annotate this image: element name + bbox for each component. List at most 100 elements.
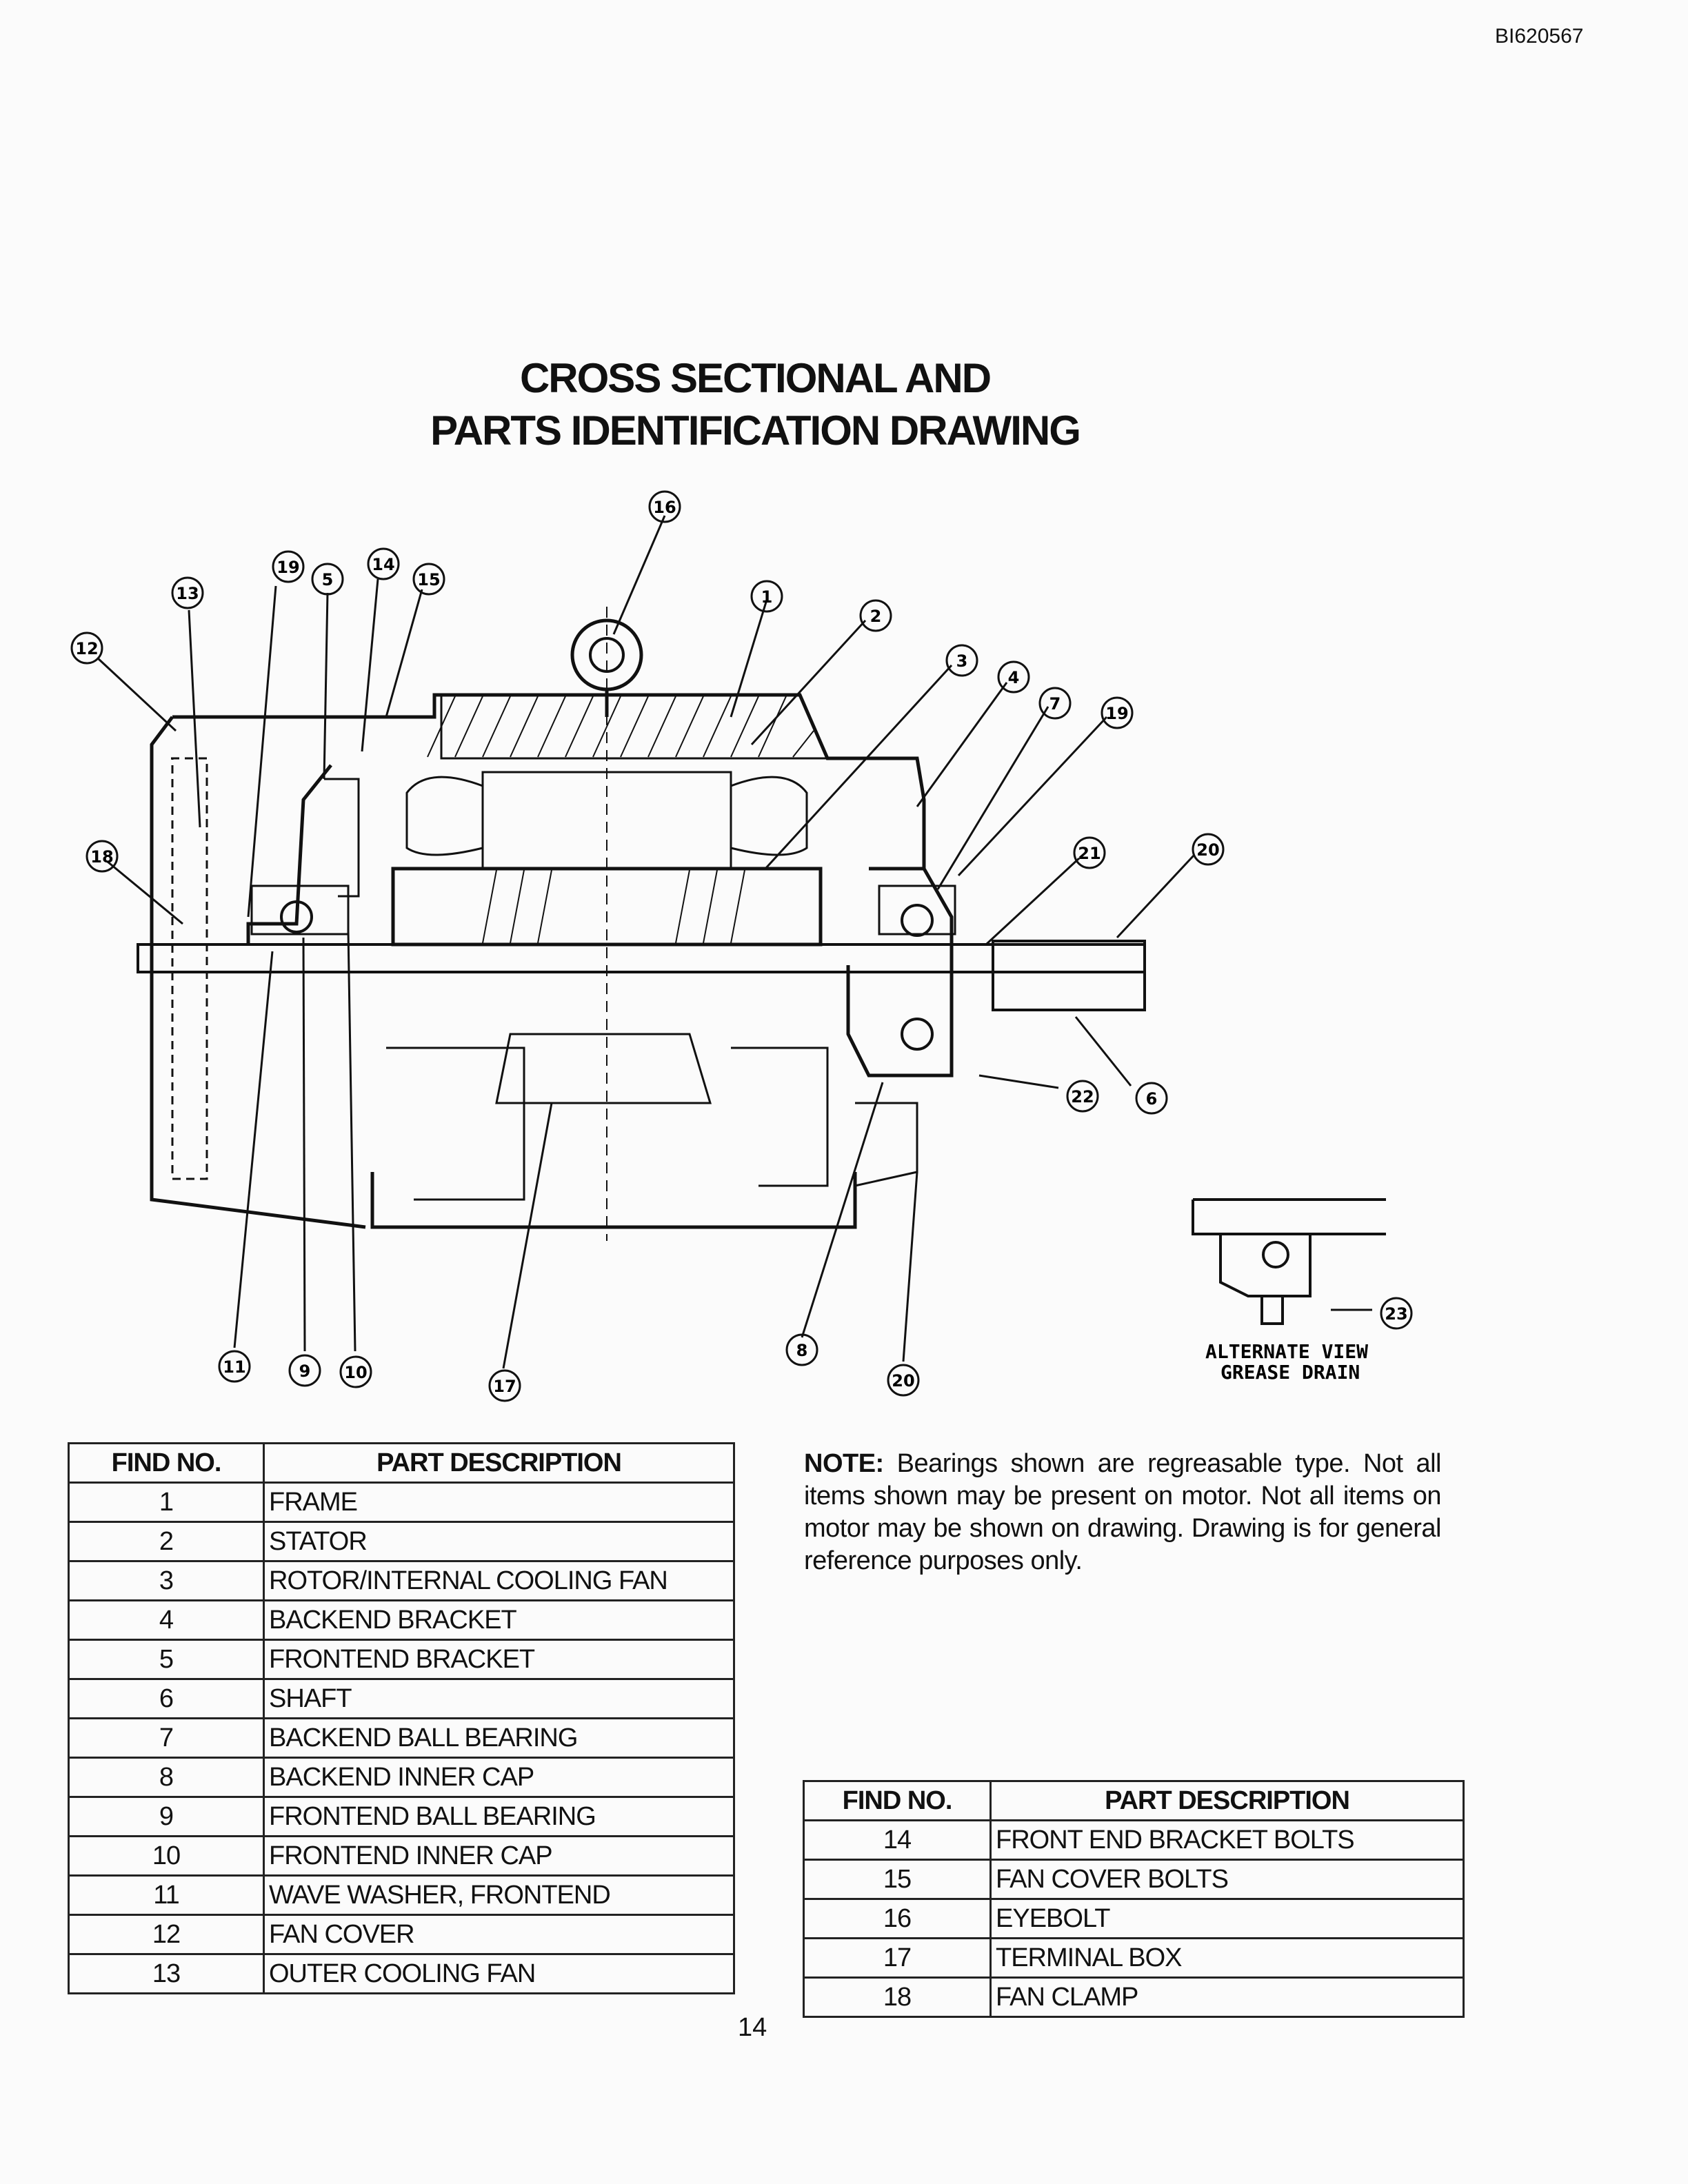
callouts	[70, 490, 1413, 1402]
callout-17-label: 17	[493, 1377, 516, 1396]
callout-6	[1135, 1082, 1168, 1115]
callout-15	[412, 563, 445, 596]
page-number: 14	[738, 2013, 767, 2042]
find-no: 2	[68, 1521, 265, 1562]
note-label: NOTE:	[804, 1449, 884, 1478]
callout-numbers: 16 1 2 3 4 7 19 21 20 6 22 12 13 19 5 14…	[75, 498, 1407, 1396]
callout-16	[648, 490, 681, 523]
part-description: BACKEND INNER CAP	[263, 1757, 735, 1798]
find-no: 16	[803, 1898, 992, 1939]
callout-22	[1073, 836, 1106, 869]
page-title-line-1: CROSS SECTIONAL AND	[519, 355, 992, 401]
callout-20-label: 20	[892, 1371, 914, 1391]
callout-12-label: 12	[75, 639, 98, 658]
callout-1	[750, 580, 783, 613]
find-no: 18	[803, 1976, 992, 2018]
find-no: 10	[68, 1835, 265, 1877]
find-no: 9	[68, 1796, 265, 1837]
part-description-header: PART DESCRIPTION	[989, 1780, 1465, 1821]
callout-5	[311, 563, 344, 596]
part-description: OUTER COOLING FAN	[263, 1953, 735, 1994]
callout-23-label: 22	[1071, 1087, 1094, 1106]
alternate-view-grease-drain	[1192, 1198, 1386, 1325]
leader-lines	[97, 515, 1372, 1369]
part-description: FAN COVER	[263, 1914, 735, 1955]
callout-23	[1066, 1080, 1099, 1113]
callout-21	[1192, 833, 1225, 866]
table-header-row: FIND NO. PART DESCRIPTION	[68, 1442, 735, 1484]
find-no: 13	[68, 1953, 265, 1994]
find-no-header: FIND NO.	[803, 1780, 992, 1821]
callout-10	[339, 1355, 372, 1388]
cross-section-drawing: ALTERNATE VIEW GREASE DRAIN	[70, 490, 1413, 1402]
callout-3-label: 3	[956, 651, 968, 671]
grease-drain-label: GREASE DRAIN	[1220, 1361, 1360, 1384]
find-no: 5	[68, 1639, 265, 1680]
callout-2	[859, 599, 892, 632]
callout-22-label: 21	[1078, 844, 1101, 863]
document-id: BI620567	[1495, 25, 1584, 48]
table-header-row: FIND NO. PART DESCRIPTION	[803, 1780, 1465, 1821]
part-description: TERMINAL BOX	[989, 1937, 1465, 1979]
part-description-header: PART DESCRIPTION	[263, 1442, 735, 1484]
part-description: EYEBOLT	[989, 1898, 1465, 1939]
callout-7-label: 7	[1049, 694, 1061, 714]
part-description: WAVE WASHER, FRONTEND	[263, 1874, 735, 1916]
part-description: BACKEND BRACKET	[263, 1599, 735, 1641]
callout-19a-label: 19	[277, 558, 299, 577]
callout-6-label: 6	[1146, 1089, 1158, 1109]
part-description: FRONT END BRACKET BOLTS	[989, 1819, 1465, 1861]
callout-15-label: 15	[417, 570, 440, 589]
part-description: FAN COVER BOLTS	[989, 1859, 1465, 1900]
section-hatching	[427, 696, 814, 944]
callout-18	[86, 840, 119, 873]
callout-5-label: 5	[322, 570, 334, 589]
page-title-line-2: PARTS IDENTIFICATION DRAWING	[430, 407, 1081, 454]
callout-10-label: 10	[344, 1363, 367, 1382]
note-text: Bearings shown are regreasable type. Not…	[804, 1449, 1442, 1575]
find-no: 3	[68, 1560, 265, 1601]
callout-2-label: 2	[870, 607, 882, 626]
part-description: FAN CLAMP	[989, 1976, 1465, 2018]
part-description: STATOR	[263, 1521, 735, 1562]
find-no-header: FIND NO.	[68, 1442, 265, 1484]
callout-24	[1380, 1297, 1413, 1330]
callout-20	[887, 1364, 920, 1397]
find-no: 1	[68, 1482, 265, 1523]
part-description: FRONTEND BRACKET	[263, 1639, 735, 1680]
callout-17	[488, 1369, 521, 1402]
callout-9	[288, 1354, 321, 1387]
callout-11-label: 11	[223, 1357, 245, 1377]
callout-14	[367, 547, 400, 580]
callout-18-label: 18	[90, 847, 113, 867]
motor-outline	[137, 607, 1146, 1241]
callout-4-label: 4	[1008, 668, 1020, 687]
note-paragraph: NOTE: Bearings shown are regreasable typ…	[804, 1448, 1442, 1577]
callout-8-label: 8	[796, 1341, 808, 1360]
callout-21-label: 20	[1196, 840, 1219, 860]
part-description: SHAFT	[263, 1678, 735, 1719]
callout-19b	[1101, 696, 1134, 729]
callout-8	[785, 1333, 818, 1366]
callout-9-label: 9	[299, 1362, 311, 1381]
callout-13-label: 13	[176, 584, 199, 603]
callout-16-label: 16	[653, 498, 676, 517]
find-no: 14	[803, 1819, 992, 1861]
callout-4	[997, 660, 1030, 694]
find-no: 15	[803, 1859, 992, 1900]
callout-19a	[272, 550, 305, 583]
find-no: 11	[68, 1874, 265, 1916]
find-no: 12	[68, 1914, 265, 1955]
callout-1-label: 1	[761, 587, 773, 607]
